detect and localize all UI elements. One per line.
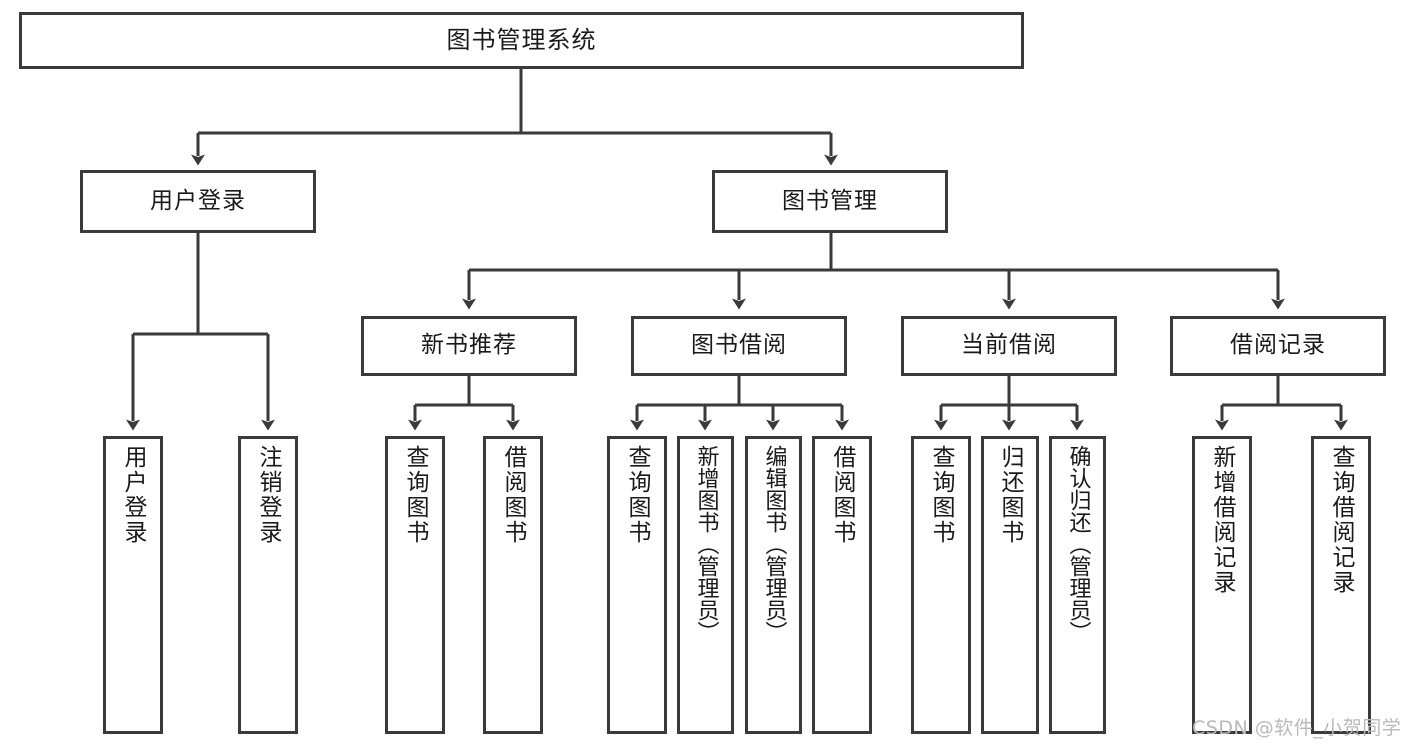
node-label: 注销登录 [255, 445, 282, 545]
leaf-add-borrow-record[interactable]: 新增借阅记录 [1192, 436, 1252, 734]
node-label: 编辑图书（管理员） [761, 445, 787, 643]
leaf-return-book[interactable]: 归还图书 [981, 436, 1039, 734]
leaf-user-logout[interactable]: 注销登录 [238, 436, 298, 734]
node-user-login[interactable]: 用户登录 [80, 170, 316, 233]
leaf-query-book-current[interactable]: 查询图书 [911, 436, 971, 734]
leaf-edit-book[interactable]: 编辑图书（管理员） [745, 436, 802, 734]
node-borrow-record[interactable]: 借阅记录 [1170, 316, 1386, 376]
node-label: 新书推荐 [421, 332, 517, 359]
node-label: 确认归还（管理员） [1065, 445, 1091, 643]
node-label: 借阅图书 [500, 445, 527, 545]
node-label: 借阅图书 [829, 445, 856, 545]
leaf-confirm-return[interactable]: 确认归还（管理员） [1049, 436, 1106, 734]
node-label: 查询图书 [402, 445, 429, 545]
node-label: 查询图书 [928, 445, 955, 545]
node-label: 查询借阅记录 [1328, 445, 1355, 595]
leaf-query-book-recommend[interactable]: 查询图书 [385, 436, 445, 734]
node-current-borrow[interactable]: 当前借阅 [901, 316, 1117, 376]
node-label: 图书借阅 [691, 332, 787, 359]
node-book-manage[interactable]: 图书管理 [712, 170, 948, 233]
leaf-borrow-book[interactable]: 借阅图书 [812, 436, 872, 734]
node-label: 图书管理 [782, 187, 878, 214]
csdn-watermark: CSDN @软件_小贺同学 [1192, 717, 1402, 739]
leaf-borrow-book-recommend[interactable]: 借阅图书 [483, 436, 543, 734]
leaf-query-book-borrow[interactable]: 查询图书 [607, 436, 667, 734]
node-root-system[interactable]: 图书管理系统 [19, 12, 1024, 69]
leaf-add-book[interactable]: 新增图书（管理员） [677, 436, 734, 734]
node-label: 查询图书 [624, 445, 651, 545]
node-label: 新增图书（管理员） [693, 445, 719, 643]
node-label: 用户登录 [120, 445, 147, 545]
leaf-query-borrow-record[interactable]: 查询借阅记录 [1311, 436, 1371, 734]
node-label: 当前借阅 [961, 332, 1057, 359]
node-label: 新增借阅记录 [1209, 445, 1236, 595]
node-label: 用户登录 [150, 187, 246, 214]
node-label: 借阅记录 [1230, 332, 1326, 359]
node-label: 归还图书 [997, 445, 1024, 545]
leaf-user-login[interactable]: 用户登录 [103, 436, 163, 734]
node-new-book-recommend[interactable]: 新书推荐 [361, 316, 577, 376]
node-book-borrow[interactable]: 图书借阅 [631, 316, 847, 376]
node-label: 图书管理系统 [446, 26, 597, 55]
